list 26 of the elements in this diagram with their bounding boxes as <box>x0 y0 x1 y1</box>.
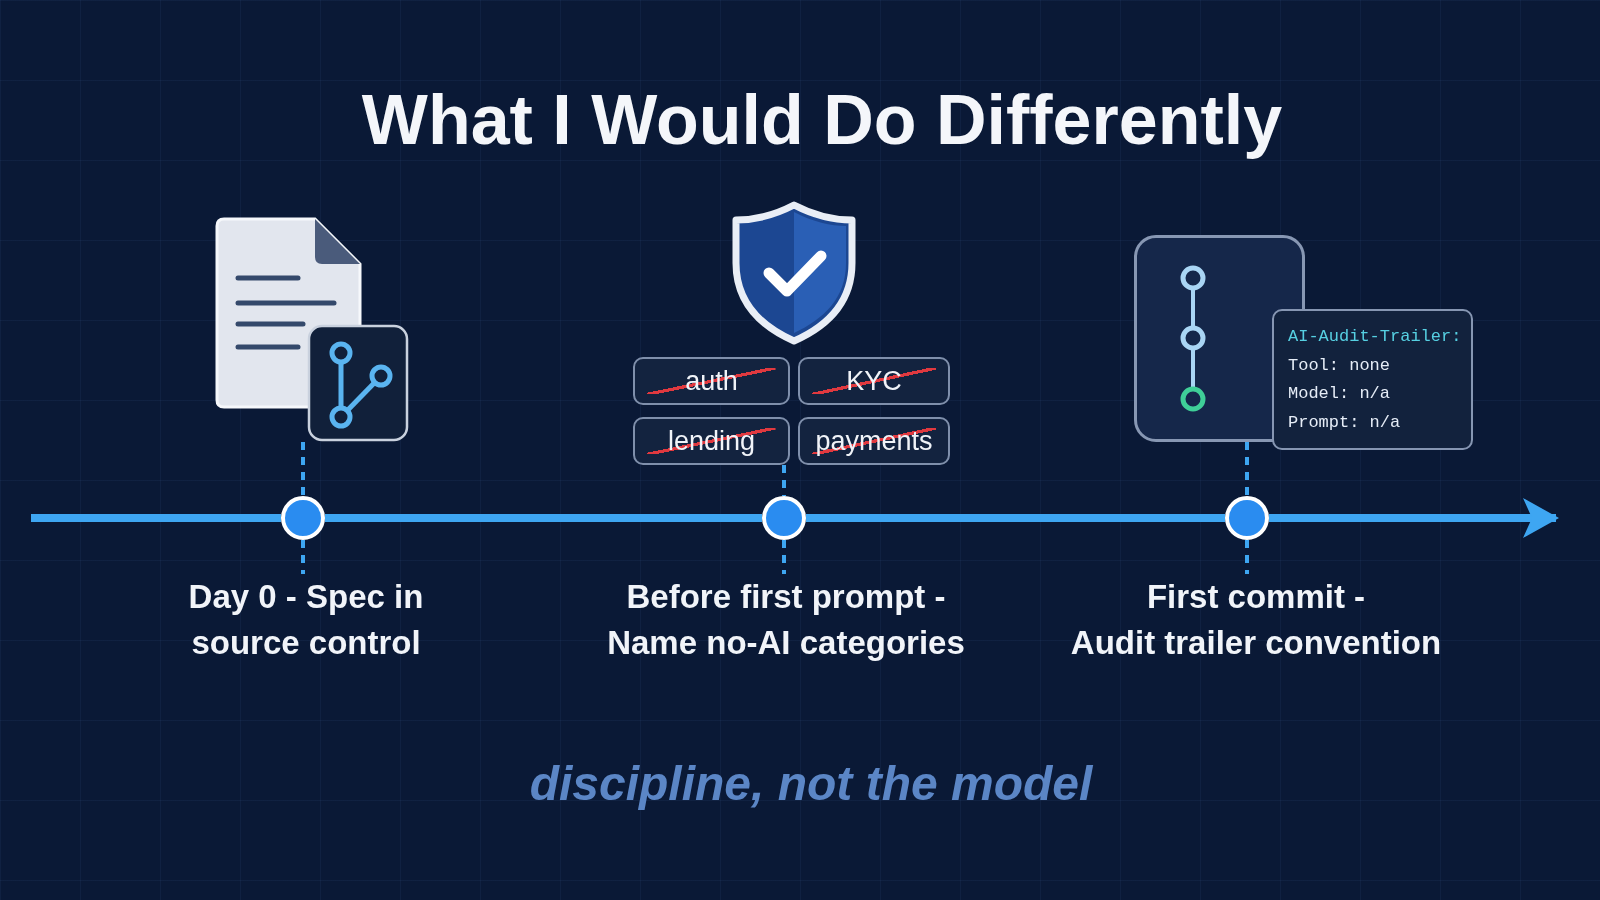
dotted-connector <box>782 465 786 496</box>
document-branch-icon <box>214 217 409 442</box>
dotted-connector <box>782 540 786 574</box>
code-line: Tool: none <box>1288 354 1391 377</box>
shield-check-icon <box>731 201 857 345</box>
tagline: discipline, not the model <box>529 756 1093 812</box>
milestone-label: Audit trailer convention <box>1070 623 1442 663</box>
dotted-connector <box>301 442 305 496</box>
dotted-connector <box>301 540 305 574</box>
timeline-line <box>325 514 762 522</box>
slide-title: What I Would Do Differently <box>361 81 1283 159</box>
timeline-dot-icon <box>281 496 325 540</box>
timeline-dot-icon <box>762 496 806 540</box>
code-line: Model: n/a <box>1288 383 1391 405</box>
timeline-line <box>806 514 1225 522</box>
code-heading: AI-Audit-Trailer: <box>1288 326 1462 348</box>
milestone-label: Name no-AI categories <box>607 623 965 663</box>
timeline-dot-icon <box>1225 496 1269 540</box>
timeline-arrow <box>1269 498 1559 538</box>
milestone-label: Day 0 - Spec in source control <box>187 577 425 663</box>
code-line: Prompt: n/a <box>1288 411 1401 434</box>
milestone-label: First commit - <box>1146 577 1366 617</box>
code-panel <box>1272 309 1473 450</box>
dotted-connector <box>1245 540 1249 574</box>
milestone-label: Before first prompt - <box>626 577 946 617</box>
dotted-connector <box>1245 442 1249 496</box>
